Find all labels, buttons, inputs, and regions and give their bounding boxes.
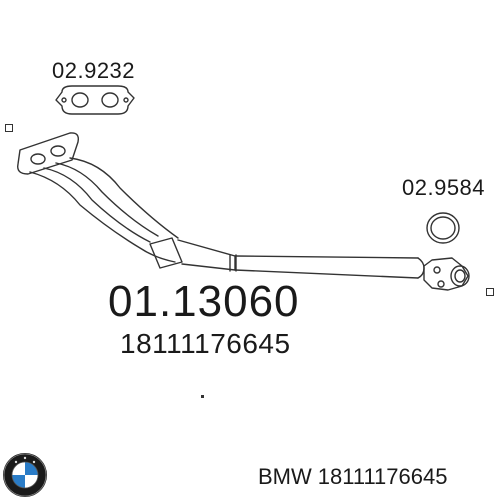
front-flange-drawing [17, 132, 80, 175]
marker-square-right [486, 288, 494, 296]
marker-square-left [5, 124, 13, 132]
footer-oem-number: 18111176645 [317, 464, 448, 489]
oem-number-label: 18111176645 [120, 328, 291, 359]
marker-dot [201, 395, 204, 398]
brand-name: BMW [258, 464, 312, 489]
gasket-flange-part-label: 02.9232 [52, 58, 136, 83]
flange-gasket-drawing [55, 85, 135, 115]
rear-flange-drawing [423, 257, 470, 291]
bmw-roundel-logo-icon [3, 453, 47, 497]
pipe-body-drawing [29, 157, 425, 279]
gasket-ring-part-label: 02.9584 [402, 175, 486, 200]
ring-gasket-drawing [426, 212, 460, 244]
main-part-number: 01.13060 [108, 277, 300, 326]
